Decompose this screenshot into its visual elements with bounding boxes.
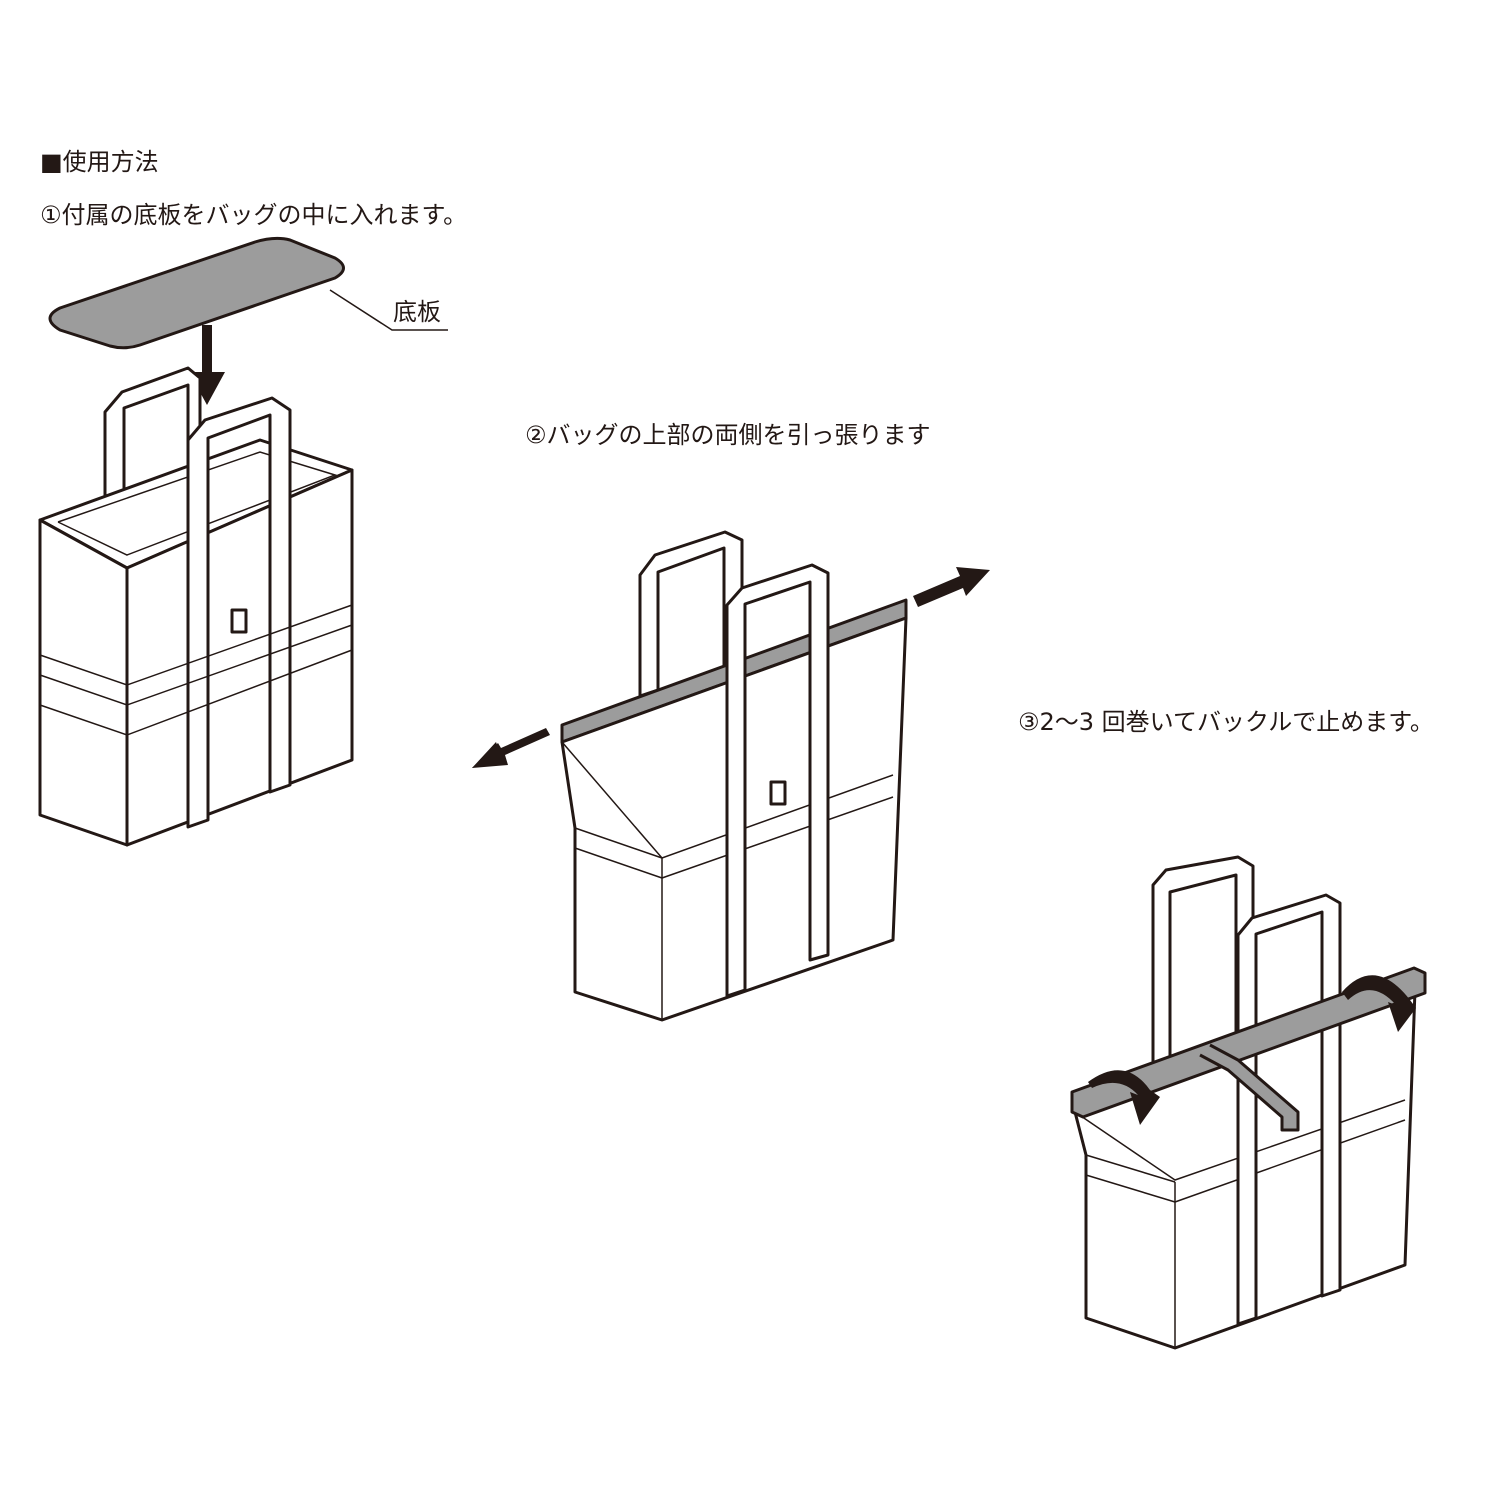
step-1-label: ①付属の底板をバッグの中に入れます。 (40, 201, 468, 229)
left-pull-arrow-icon (472, 728, 550, 768)
heading: ■使用方法 (40, 148, 159, 176)
step-3-label: ③2〜3 回巻いてバックルで止めます。 (1018, 708, 1434, 736)
bottom-board-callout: 底板 (393, 298, 441, 326)
right-pull-arrow-icon (913, 567, 990, 607)
right-roll-arrow-icon (1342, 975, 1416, 1032)
bag-step-2 (560, 530, 908, 1022)
left-roll-arrow-icon (1088, 1070, 1160, 1125)
bag-step-1 (38, 366, 354, 847)
step-2-label: ②バッグの上部の両側を引っ張ります (525, 421, 931, 449)
bottom-board (48, 236, 448, 350)
bag-step-3 (1070, 855, 1427, 1350)
